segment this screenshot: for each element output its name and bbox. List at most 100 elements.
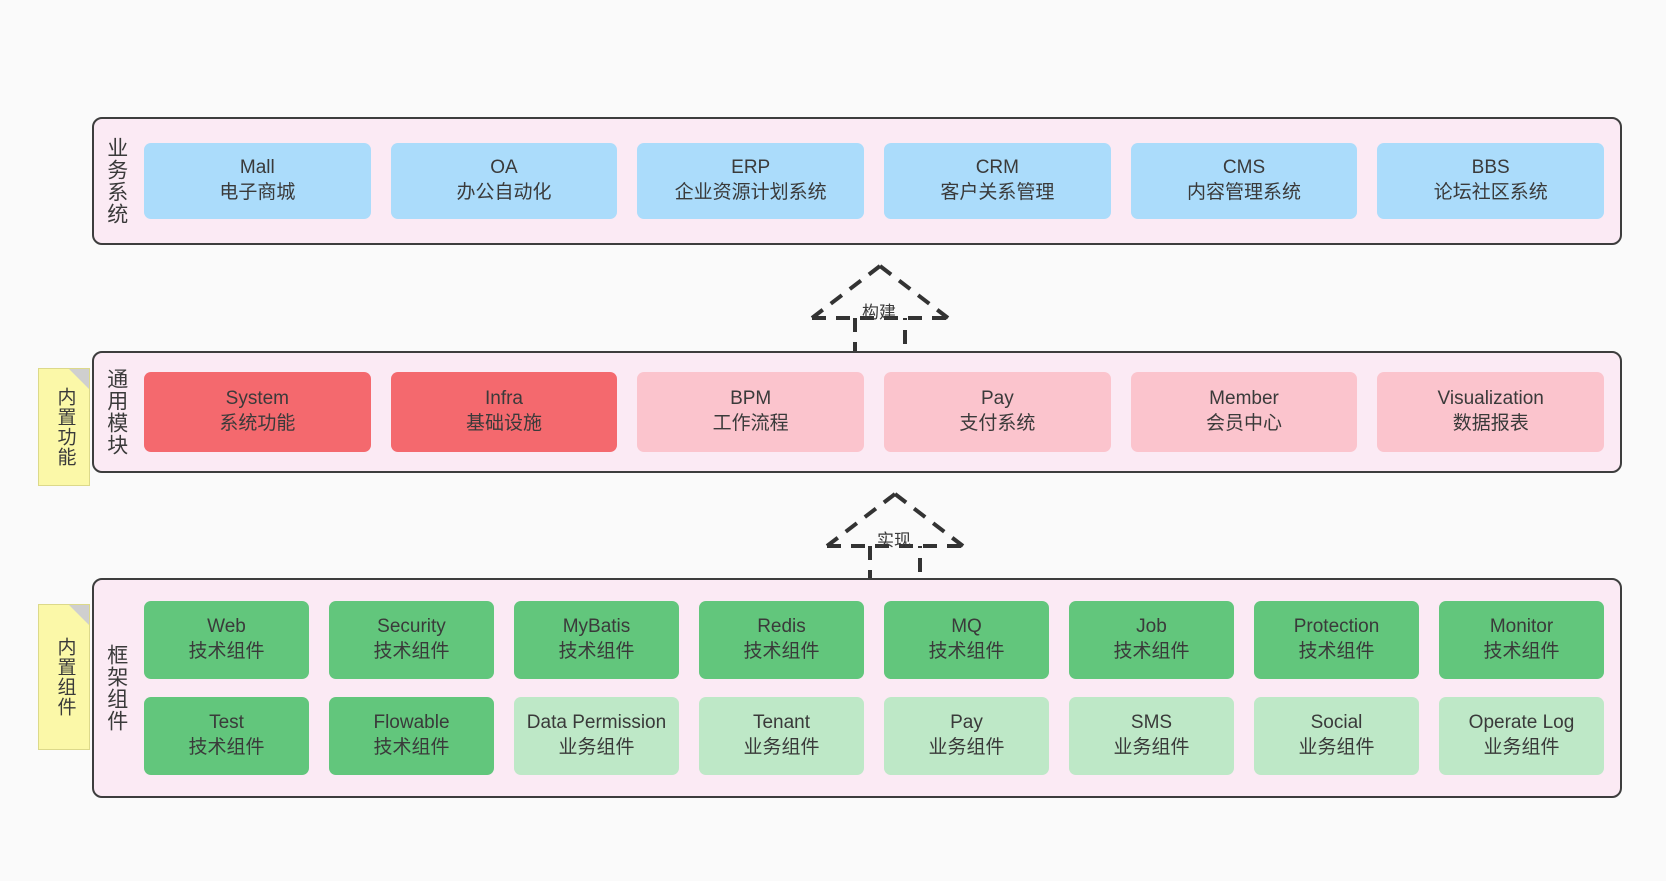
card-title-cn: 办公自动化 [456, 182, 552, 203]
card-oa[interactable]: OA 办公自动化 [390, 143, 618, 219]
note-label: 内置功能 [54, 387, 76, 467]
card-title-en: Web [207, 616, 246, 638]
connector-label-build: 构建 [862, 303, 896, 322]
card-title-en: Operate Log [1468, 712, 1575, 734]
card-security[interactable]: Security 技术组件 [329, 601, 494, 679]
card-web[interactable]: Web 技术组件 [144, 601, 309, 679]
card-member[interactable]: Member 会员中心 [1130, 372, 1358, 452]
card-mall[interactable]: Mall 电子商城 [144, 143, 371, 219]
note-label: 内置组件 [54, 637, 76, 717]
card-title-en: ERP [731, 157, 771, 179]
card-title-en: Pay [950, 712, 983, 734]
card-data-permission[interactable]: Data Permission 业务组件 [514, 697, 679, 775]
framework-biz-row: Test 技术组件 Flowable 技术组件 Data Permission … [144, 697, 1604, 775]
card-title-cn: 电子商城 [219, 182, 296, 203]
card-title-cn: 会员中心 [1206, 413, 1283, 434]
card-operate-log[interactable]: Operate Log 业务组件 [1439, 697, 1604, 775]
card-mq[interactable]: MQ 技术组件 [884, 601, 1049, 679]
card-title-en: Security [377, 616, 446, 638]
card-title-cn: 工作流程 [712, 413, 789, 434]
card-erp[interactable]: ERP 企业资源计划系统 [637, 143, 865, 219]
layer-common-module: 通用模块 System 系统功能 Infra 基础设施 BPM 工作流程 Pay… [92, 351, 1622, 473]
card-title-en: CRM [975, 157, 1019, 179]
card-title-en: CMS [1222, 157, 1266, 179]
common-module-row: System 系统功能 Infra 基础设施 BPM 工作流程 Pay 支付系统… [144, 372, 1605, 452]
card-job[interactable]: Job 技术组件 [1069, 601, 1234, 679]
card-title-en: BBS [1471, 157, 1510, 179]
layer-framework-component: 框架组件 Web 技术组件 Security 技术组件 MyBatis 技术组件… [92, 578, 1622, 798]
card-redis[interactable]: Redis 技术组件 [699, 601, 864, 679]
note-builtin-feature: 内置功能 [38, 368, 90, 486]
card-flowable[interactable]: Flowable 技术组件 [329, 697, 494, 775]
card-title-cn: 业务组件 [1113, 737, 1190, 758]
connector-implement: 实现 [815, 490, 975, 586]
card-title-en: System [225, 388, 290, 410]
card-title-en: Monitor [1489, 616, 1554, 638]
card-sms[interactable]: SMS 业务组件 [1069, 697, 1234, 775]
connector-label-implement: 实现 [877, 531, 911, 550]
card-title-cn: 数据报表 [1452, 413, 1529, 434]
framework-tech-row: Web 技术组件 Security 技术组件 MyBatis 技术组件 Redi… [144, 601, 1604, 679]
layer-title-framework-component: 框架组件 [104, 644, 128, 732]
card-title-en: Test [209, 712, 244, 734]
note-fold-icon [69, 605, 89, 625]
business-system-row: Mall 电子商城 OA 办公自动化 ERP 企业资源计划系统 CRM 客户关系… [144, 143, 1605, 219]
card-mybatis[interactable]: MyBatis 技术组件 [514, 601, 679, 679]
card-tenant[interactable]: Tenant 业务组件 [699, 697, 864, 775]
card-title-cn: 技术组件 [1298, 641, 1375, 662]
card-title-cn: 技术组件 [1113, 641, 1190, 662]
note-builtin-component: 内置组件 [38, 604, 90, 750]
card-crm[interactable]: CRM 客户关系管理 [884, 143, 1111, 219]
card-title-en: Infra [484, 388, 524, 410]
layer-business-system: 业务系统 Mall 电子商城 OA 办公自动化 ERP 企业资源计划系统 CRM… [92, 117, 1622, 245]
card-title-cn: 业务组件 [1298, 737, 1375, 758]
card-title-cn: 论坛社区系统 [1433, 182, 1548, 203]
card-cms[interactable]: CMS 内容管理系统 [1130, 143, 1358, 219]
card-visualization[interactable]: Visualization 数据报表 [1377, 372, 1605, 452]
card-protection[interactable]: Protection 技术组件 [1254, 601, 1419, 679]
card-title-en: Job [1136, 616, 1167, 638]
card-title-en: BPM [730, 388, 772, 410]
card-title-cn: 业务组件 [1483, 737, 1560, 758]
card-title-en: Mall [239, 157, 275, 179]
card-pay[interactable]: Pay 支付系统 [884, 372, 1111, 452]
card-title-en: SMS [1130, 712, 1173, 734]
card-system[interactable]: System 系统功能 [144, 372, 371, 452]
card-title-cn: 企业资源计划系统 [674, 182, 827, 203]
card-title-cn: 支付系统 [959, 413, 1036, 434]
card-title-cn: 技术组件 [928, 641, 1005, 662]
layer-body-common-module: System 系统功能 Infra 基础设施 BPM 工作流程 Pay 支付系统… [138, 353, 1620, 471]
card-title-en: Data Permission [526, 712, 667, 734]
layer-title-common-module: 通用模块 [104, 368, 128, 456]
card-title-en: Social [1310, 712, 1363, 734]
card-title-cn: 业务组件 [928, 737, 1005, 758]
layer-body-framework-component: Web 技术组件 Security 技术组件 MyBatis 技术组件 Redi… [138, 580, 1620, 796]
card-title-en: MyBatis [562, 616, 631, 638]
card-title-en: Redis [757, 616, 806, 638]
card-pay-component[interactable]: Pay 业务组件 [884, 697, 1049, 775]
card-title-en: Member [1209, 388, 1279, 410]
card-title-en: Pay [980, 388, 1014, 410]
card-title-cn: 技术组件 [373, 737, 450, 758]
card-monitor[interactable]: Monitor 技术组件 [1439, 601, 1604, 679]
card-title-cn: 内容管理系统 [1187, 182, 1302, 203]
layer-title-business-system: 业务系统 [104, 137, 128, 225]
card-title-en: OA [490, 157, 518, 179]
card-title-cn: 技术组件 [188, 641, 265, 662]
card-title-cn: 技术组件 [188, 737, 265, 758]
card-bpm[interactable]: BPM 工作流程 [637, 372, 865, 452]
card-title-cn: 技术组件 [558, 641, 635, 662]
card-test[interactable]: Test 技术组件 [144, 697, 309, 775]
connector-build: 构建 [800, 262, 960, 358]
card-title-cn: 技术组件 [373, 641, 450, 662]
card-title-en: Visualization [1437, 388, 1544, 410]
card-title-en: Protection [1293, 616, 1380, 638]
card-title-en: Tenant [752, 712, 811, 734]
card-infra[interactable]: Infra 基础设施 [390, 372, 618, 452]
card-title-cn: 业务组件 [743, 737, 820, 758]
note-fold-icon [69, 369, 89, 389]
card-social[interactable]: Social 业务组件 [1254, 697, 1419, 775]
card-bbs[interactable]: BBS 论坛社区系统 [1377, 143, 1605, 219]
card-title-cn: 业务组件 [558, 737, 635, 758]
